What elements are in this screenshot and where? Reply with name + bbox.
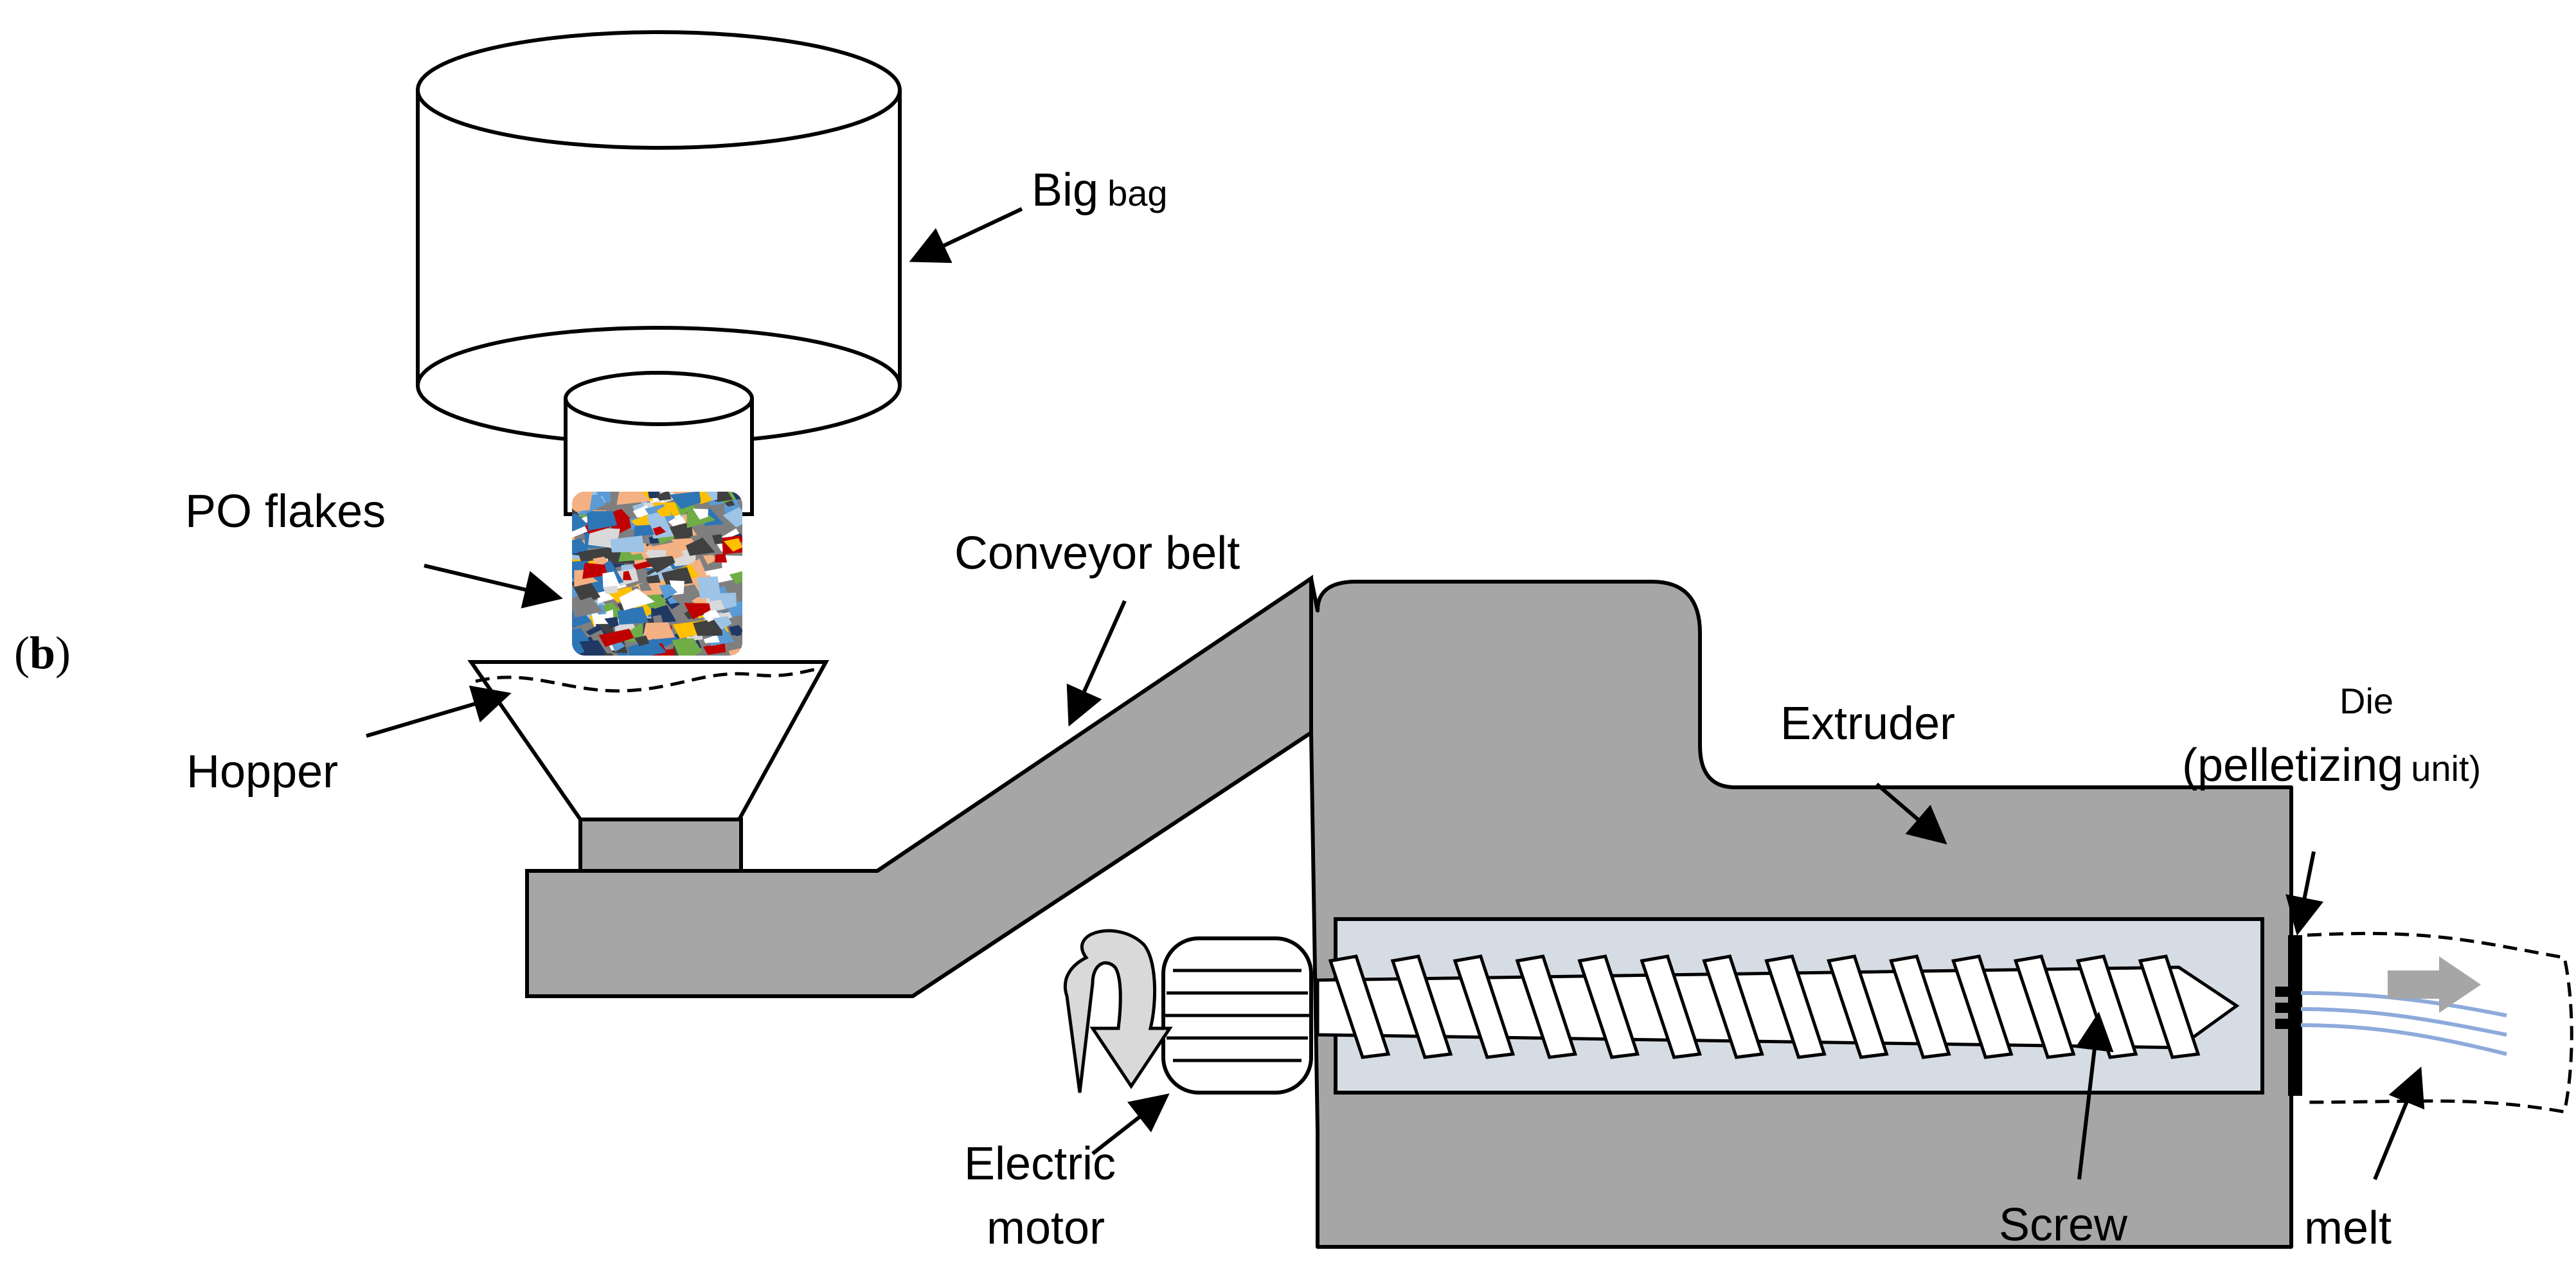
screw-flight	[1328, 954, 1391, 1059]
motor-label: motor	[987, 1203, 1105, 1254]
leader-arrows	[366, 207, 2425, 1181]
die-label: Die	[2339, 681, 2393, 721]
po-flakes-block	[572, 492, 742, 656]
panel-label: (b)	[14, 627, 71, 679]
screw-flight	[2013, 954, 2076, 1059]
extruder-label: Extruder	[1780, 698, 1955, 749]
screw-flight	[1577, 954, 1640, 1059]
screw	[1316, 954, 2240, 1059]
conveyor-tower	[1309, 577, 2293, 1249]
screw-flight	[2138, 954, 2201, 1059]
screw-flight	[1764, 954, 1827, 1059]
big-bag	[416, 30, 902, 445]
flow-direction-arrow	[2388, 956, 2481, 1013]
bag-spout	[564, 371, 754, 516]
screw-flight	[1702, 954, 1764, 1059]
die-plate	[2275, 935, 2302, 1096]
screw-flight	[1390, 954, 1453, 1059]
rotation-arrow-icon	[1063, 929, 1173, 1093]
screw-flight	[1889, 954, 1951, 1059]
melt-strands	[2300, 991, 2507, 1056]
screw-flight	[1453, 954, 1516, 1059]
hopper	[467, 660, 830, 873]
screw-flight	[1951, 954, 2014, 1059]
electric-motor	[1161, 936, 1313, 1095]
po-flakes-label: PO flakes	[185, 486, 386, 537]
hopper-label: Hopper	[186, 746, 338, 798]
screw-flight	[1640, 954, 1702, 1059]
screw-flight	[1827, 954, 1889, 1059]
screw-flight	[1515, 954, 1578, 1059]
melt-outlet-outline	[2307, 931, 2573, 1114]
conveyor-belt-label: Conveyor belt	[954, 528, 1240, 579]
screw-label: Screw	[1999, 1199, 2128, 1251]
electric-label: Electric	[964, 1138, 1116, 1190]
melt-label: melt	[2304, 1203, 2392, 1254]
